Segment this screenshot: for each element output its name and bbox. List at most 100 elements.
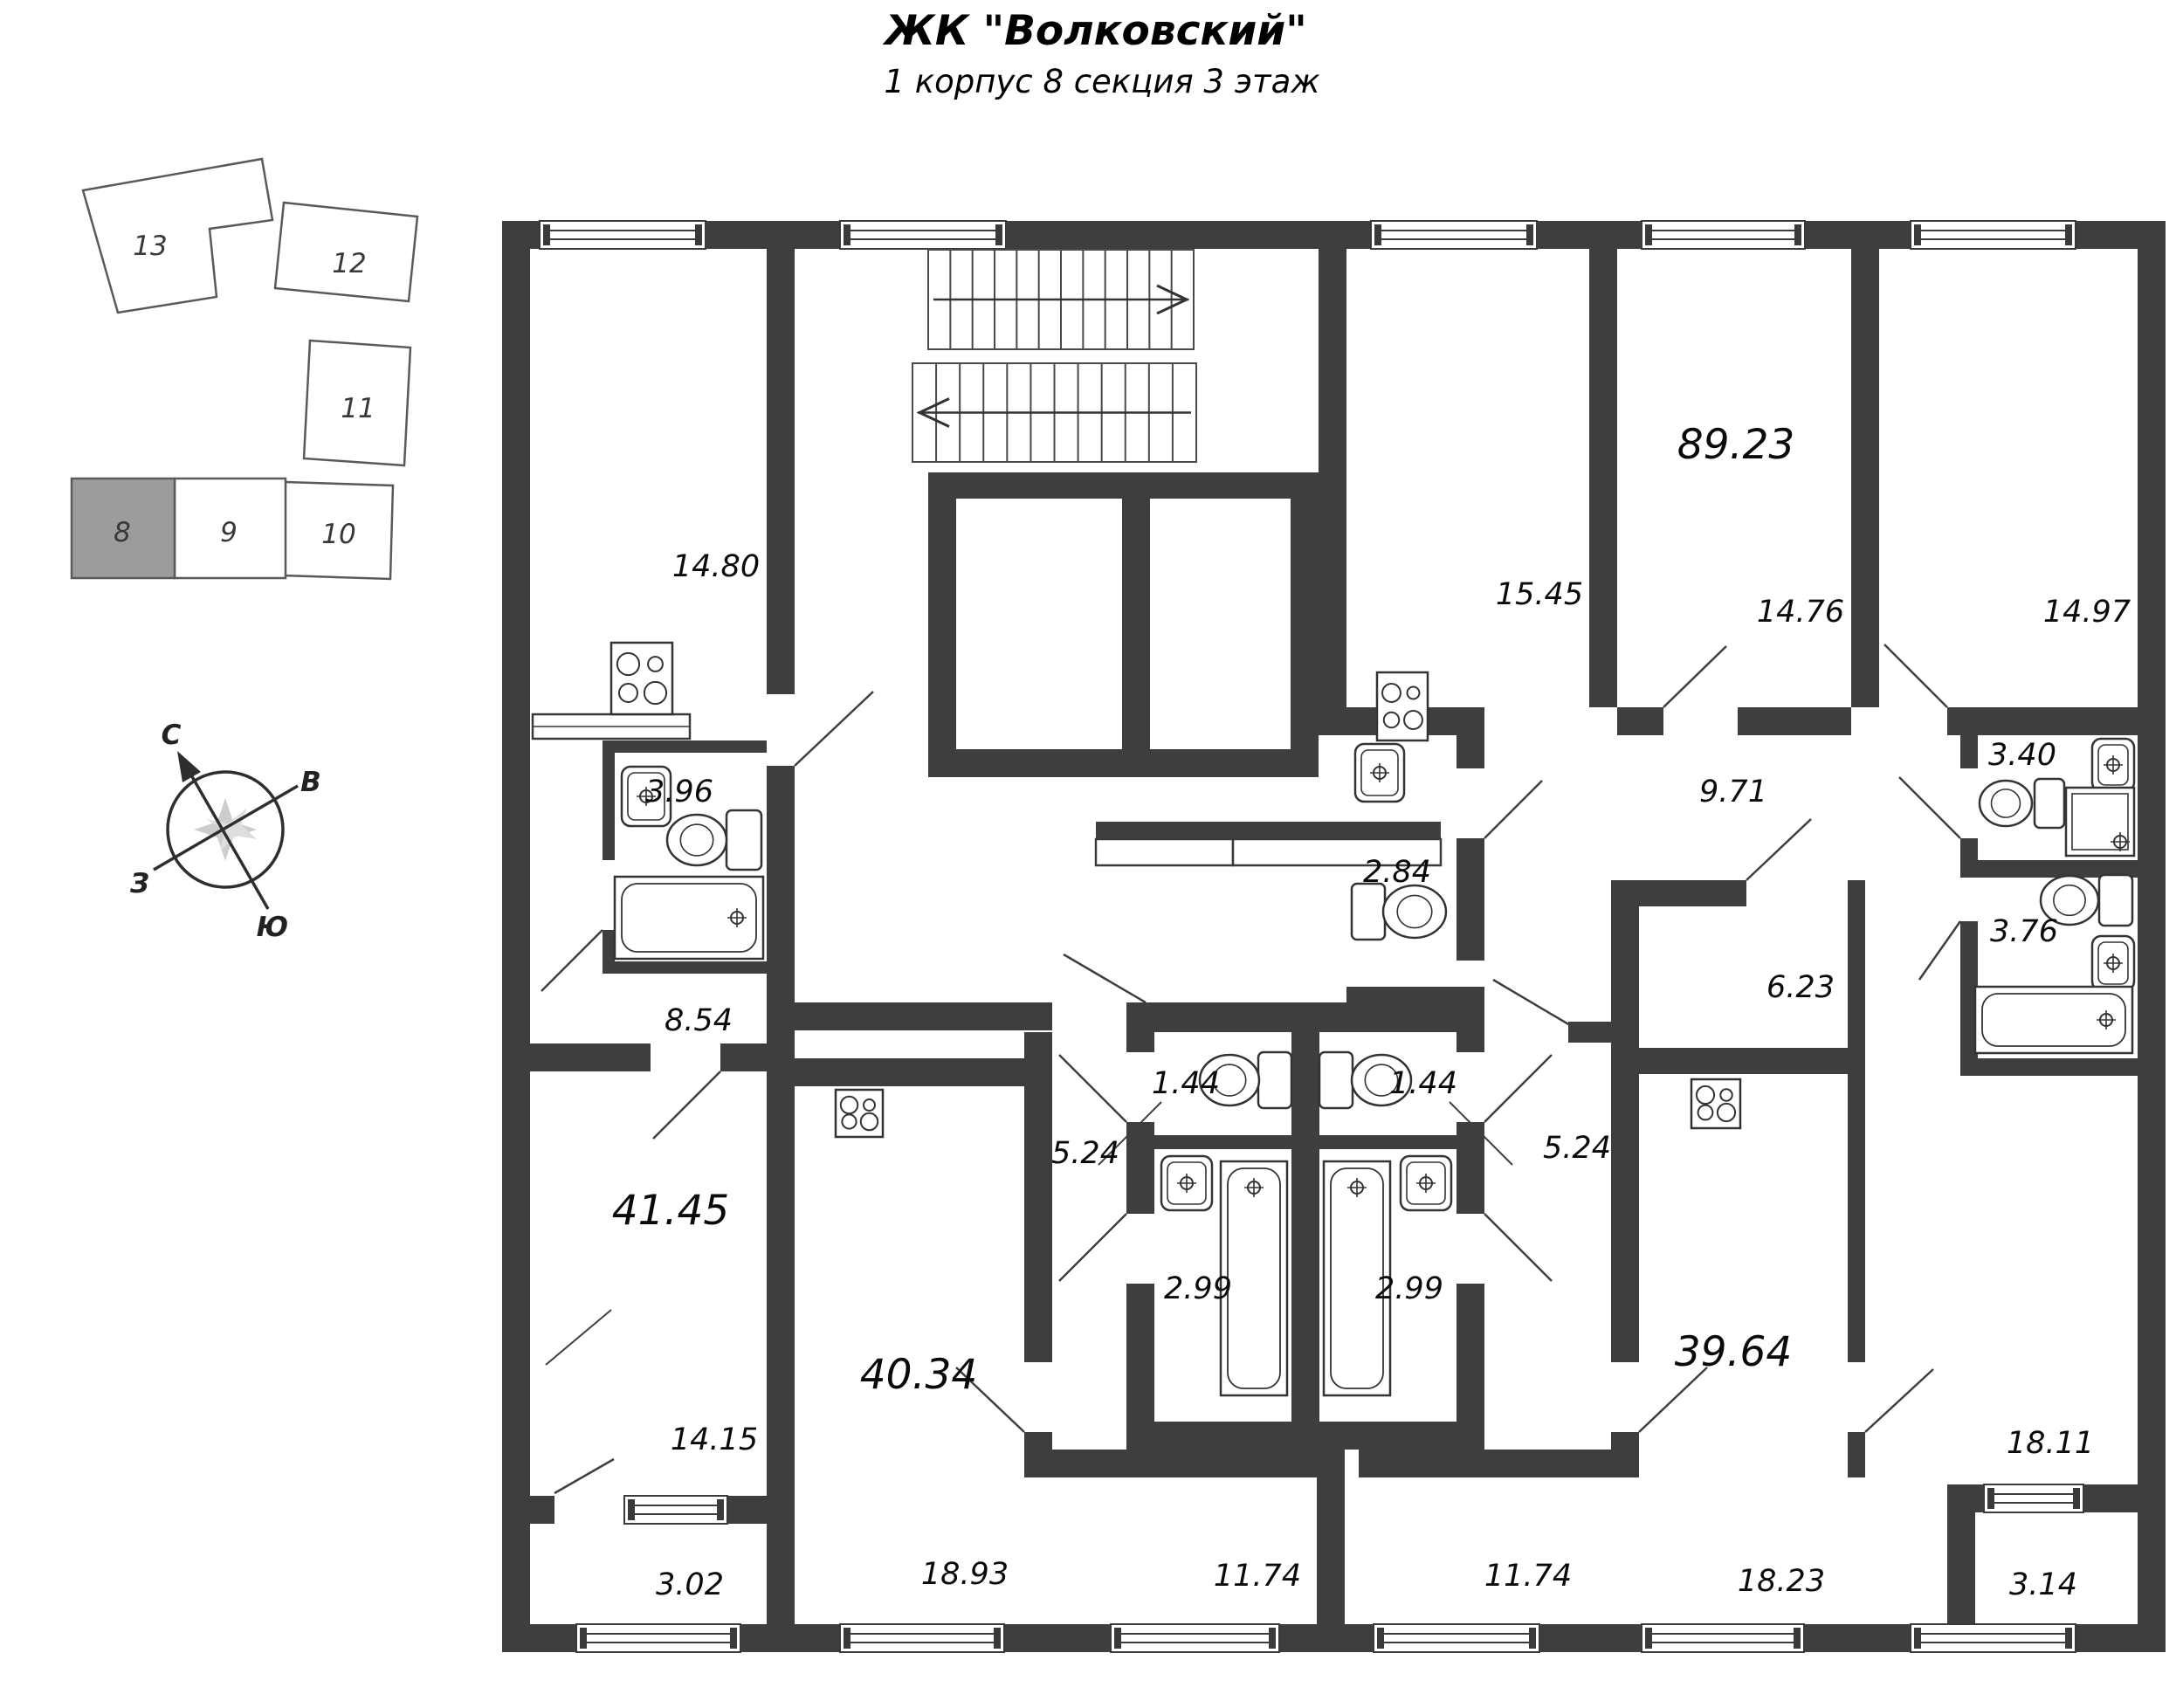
stove-burner <box>616 651 641 677</box>
window-icon-cap <box>995 224 1002 245</box>
compass-label-north: С <box>162 720 182 751</box>
stove-burner <box>1403 710 1423 730</box>
wall <box>1096 822 1441 839</box>
wall <box>767 249 795 694</box>
window-icon-cap <box>844 224 850 245</box>
room-area-label: 3.40 <box>1988 738 2056 773</box>
label-leader-line <box>1449 1101 1513 1166</box>
toilet-bowl <box>2053 884 2086 917</box>
wall <box>1319 249 1346 707</box>
toilet-icon <box>1350 1053 1413 1107</box>
stove-burner <box>839 1095 859 1115</box>
compass-north-arrow-icon <box>177 751 201 782</box>
door-swing <box>652 1071 721 1140</box>
balcony-window-icon-cap <box>1987 1488 1994 1509</box>
wall <box>727 1496 767 1524</box>
wall <box>603 930 615 961</box>
wall <box>1291 499 1319 749</box>
balcony-window-icon <box>1983 1484 2084 1513</box>
window-icon-cap <box>695 224 702 245</box>
door-swing <box>1663 645 1727 708</box>
wall <box>1456 735 1484 768</box>
wall <box>1154 1135 1291 1149</box>
stove-burner <box>841 1113 857 1130</box>
sink-basin <box>1360 749 1399 796</box>
room-area-label: 2.99 <box>1164 1271 1232 1306</box>
stove-icon <box>1690 1078 1742 1130</box>
window-icon-cap <box>1645 224 1652 245</box>
balcony-window-icon <box>623 1495 728 1525</box>
wall <box>1024 1432 1052 1477</box>
room-area-label: 15.45 <box>1496 577 1583 612</box>
toilet-icon <box>1978 779 2034 828</box>
toilet-icon <box>2039 874 2100 926</box>
toilet-tank <box>2097 873 2134 927</box>
room-area-label: 2.99 <box>1375 1271 1443 1306</box>
wall <box>1848 1432 1865 1477</box>
toilet-tank <box>1257 1050 1293 1110</box>
room-area-label: 14.76 <box>1757 595 1844 630</box>
window-icon-cap <box>1645 1628 1652 1649</box>
wall <box>928 472 1319 499</box>
apartment-area-label: 40.34 <box>860 1351 978 1399</box>
wall <box>502 221 2166 249</box>
wall <box>603 740 767 753</box>
room-area-label: 14.15 <box>671 1422 758 1457</box>
room-area-label: 11.74 <box>1214 1559 1301 1594</box>
door-swing <box>1484 780 1543 839</box>
wall <box>1848 880 1865 1362</box>
door-swing <box>1484 1213 1553 1282</box>
door-swing <box>1492 978 1575 1030</box>
window-icon-cap <box>1377 1628 1384 1649</box>
compass-label-east: В <box>300 767 321 798</box>
wall <box>1947 707 2138 735</box>
window-icon-cap <box>580 1628 587 1649</box>
duct-shaft <box>1094 837 1235 867</box>
balcony-window-icon-cap <box>2073 1488 2080 1509</box>
door-swing <box>1898 776 1961 839</box>
room-area-label: 18.23 <box>1738 1564 1825 1599</box>
toilet-tank <box>1318 1050 1354 1110</box>
toilet-tank <box>725 809 763 871</box>
room-area-label: 3.76 <box>1990 914 2058 949</box>
room-area-label: 14.97 <box>2043 595 2131 630</box>
key-plan-section-label: 8 <box>114 517 131 548</box>
wall <box>530 1496 554 1524</box>
window-icon-cap <box>994 1628 1001 1649</box>
window-icon <box>1910 1623 2076 1653</box>
door-swing <box>1918 920 1962 981</box>
window-icon-cap <box>1914 1628 1921 1649</box>
wall <box>1024 1032 1052 1362</box>
window-icon-cap <box>1529 1628 1536 1649</box>
stove-burner <box>863 1098 876 1112</box>
stair-arrow-down-icon <box>916 397 950 428</box>
door-swing <box>1746 818 1812 881</box>
window-icon <box>575 1623 741 1653</box>
page-title: ЖК "Волковский" <box>885 7 1307 55</box>
apartment-area-label: 41.45 <box>612 1187 730 1235</box>
wall <box>2138 221 2166 1652</box>
wall <box>603 961 767 974</box>
window-icon-cap <box>1526 224 1533 245</box>
stove-icon <box>609 641 674 716</box>
sink-basin <box>2097 744 2129 786</box>
stove-burner <box>1697 1104 1714 1121</box>
toilet-tank <box>2033 777 2066 830</box>
balcony-window-icon-cap <box>628 1499 635 1520</box>
room-area-label: 3.14 <box>2009 1567 2077 1602</box>
compass-ns-axis <box>182 761 270 910</box>
room-area-label: 1.44 <box>1152 1066 1220 1101</box>
window-icon-cap <box>844 1628 850 1649</box>
bathtub-basin <box>1981 993 2126 1047</box>
stove-burner <box>647 656 664 672</box>
wall <box>1960 860 2138 878</box>
room-area-label: 6.23 <box>1766 970 1835 1005</box>
compass-label-west: З <box>129 868 149 899</box>
compass-circle <box>166 770 285 889</box>
wall <box>1126 1002 1154 1052</box>
key-plan-section-11 <box>302 339 412 467</box>
key-plan-section-8 <box>70 477 176 580</box>
wall <box>1611 880 1639 1362</box>
